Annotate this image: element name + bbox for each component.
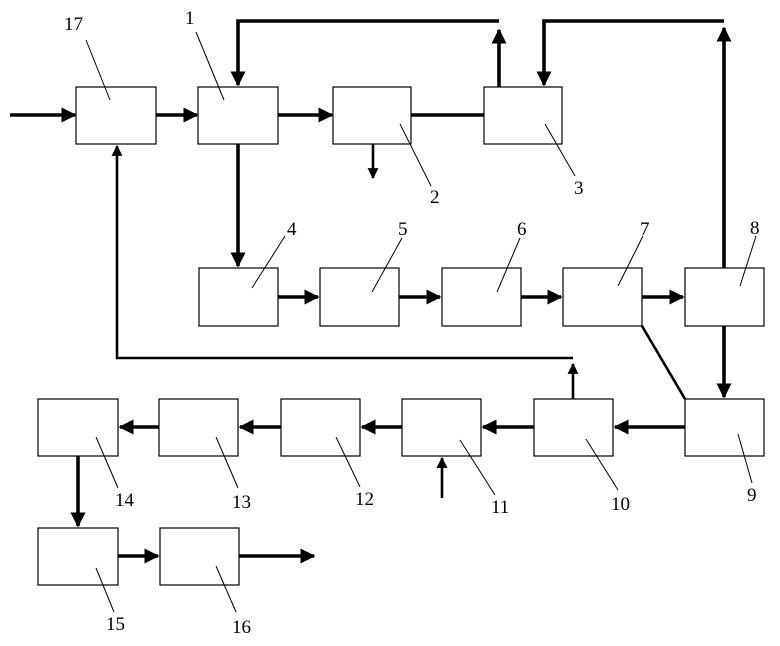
loop-8-to-3 xyxy=(544,21,724,85)
box-3 xyxy=(484,87,562,144)
box-9 xyxy=(685,399,764,456)
box-12 xyxy=(281,399,360,456)
label-5: 5 xyxy=(398,219,408,240)
label-7: 7 xyxy=(640,219,650,240)
box-2 xyxy=(333,87,411,144)
label-1: 1 xyxy=(185,8,195,29)
leader-2 xyxy=(400,124,431,186)
label-10: 10 xyxy=(611,494,630,515)
label-17: 17 xyxy=(64,14,83,35)
label-15: 15 xyxy=(106,614,125,635)
box-8 xyxy=(685,268,764,326)
box-6 xyxy=(442,268,521,326)
line-7-to-9 xyxy=(642,326,685,399)
label-8: 8 xyxy=(750,218,760,239)
box-10 xyxy=(534,399,613,456)
box-7 xyxy=(563,268,642,326)
box-4 xyxy=(199,268,278,326)
label-13: 13 xyxy=(232,492,251,513)
label-4: 4 xyxy=(287,219,297,240)
box-16 xyxy=(160,528,239,585)
label-11: 11 xyxy=(491,497,509,518)
box-5 xyxy=(320,268,399,326)
label-3: 3 xyxy=(574,178,584,199)
box-15 xyxy=(38,528,118,585)
box-13 xyxy=(159,399,238,456)
label-14: 14 xyxy=(115,490,135,511)
label-16: 16 xyxy=(232,617,251,638)
loop-top-to-1 xyxy=(238,21,499,85)
label-12: 12 xyxy=(355,489,374,510)
label-6: 6 xyxy=(517,219,527,240)
box-11 xyxy=(402,399,481,456)
box-17 xyxy=(76,87,156,144)
box-14 xyxy=(38,399,118,456)
label-2: 2 xyxy=(430,187,440,208)
box-1 xyxy=(198,87,278,144)
label-9: 9 xyxy=(747,485,757,506)
